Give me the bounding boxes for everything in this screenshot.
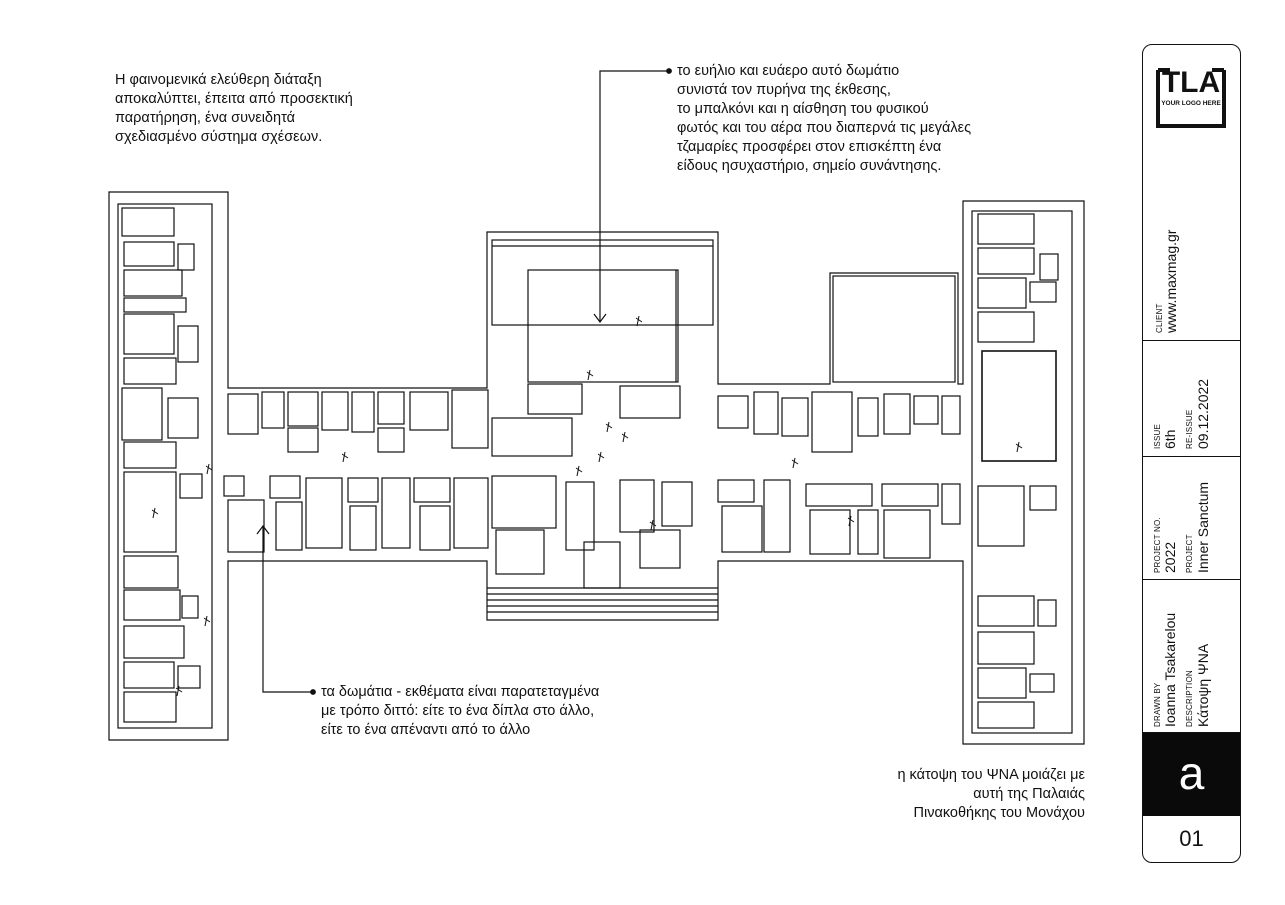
- project-no-label: PROJECT NO.: [1153, 517, 1162, 573]
- north-row-rooms: [227, 383, 961, 457]
- east-hall: [981, 350, 1057, 462]
- drawn-by-value: Ioanna Tsakarelou: [1162, 612, 1178, 727]
- project-section: [1143, 457, 1240, 580]
- stairs: [487, 587, 718, 613]
- north-east-room: [832, 275, 956, 383]
- note-line: το μπαλκόνι και η αίσθηση του φυσικού: [677, 101, 929, 117]
- annotation-layout-note: Η φαινομενικά ελεύθερη διάταξη αποκαλύπτ…: [115, 71, 353, 147]
- right-wing-inner: [971, 210, 1073, 734]
- client-value: www.maxmag.gr: [1163, 229, 1179, 333]
- issue-label: ISSUE: [1153, 423, 1162, 449]
- note-line: Πινακοθήκης του Μονάχου: [913, 805, 1085, 821]
- issue-value: 6th: [1162, 429, 1178, 449]
- note-line: είδους ησυχαστήριο, σημείο συνάντησης.: [677, 158, 942, 174]
- south-row-rooms: [223, 475, 961, 589]
- project-value: Inner Sanctum: [1195, 481, 1211, 573]
- description-value: Κάτοψη ΨΝΑ: [1195, 643, 1211, 727]
- display-symbols: [151, 315, 1023, 697]
- note-line: το ευήλιο και ευάερο αυτό δωμάτιο: [677, 63, 900, 79]
- note-line: με τρόπο διττό: είτε το ένα δίπλα στο άλ…: [321, 703, 595, 719]
- note-line: αποκαλύπτει, έπειτα από προσεκτική: [115, 91, 353, 107]
- client-section: [1143, 45, 1240, 341]
- leader-rooms: [256, 525, 316, 695]
- note-line: αυτή της Παλαιάς: [973, 786, 1085, 802]
- core-room: [527, 269, 679, 383]
- note-line: τα δωμάτια - εκθέματα είναι παρατεταγμέν…: [321, 684, 600, 700]
- note-line: τζαμαρίες προσφέρει στον επισκέπτη ένα: [677, 139, 942, 155]
- company-logo: TLA YOUR LOGO HERE: [1156, 58, 1226, 128]
- annotation-core-room: το ευήλιο και ευάερο αυτό δωμάτιο συνιστ…: [677, 62, 971, 176]
- annotation-comparison: η κάτοψη του ΨΝΑ μοιάζει με αυτή της Παλ…: [800, 766, 1085, 823]
- logo-subtext: YOUR LOGO HERE: [1161, 100, 1221, 107]
- drawn-section: [1143, 580, 1240, 733]
- note-line: η κάτοψη του ΨΝΑ μοιάζει με: [897, 767, 1085, 783]
- note-line: συνιστά τον πυρήνα της έκθεσης,: [677, 82, 891, 98]
- note-line: Η φαινομενικά ελεύθερη διάταξη: [115, 72, 322, 88]
- sheet-number: 01: [1179, 826, 1204, 851]
- balcony: [491, 239, 714, 326]
- note-line: παρατήρηση, ένα συνειδητά: [115, 110, 295, 126]
- logo-text: TLA: [1161, 66, 1221, 99]
- title-block: TLA YOUR LOGO HERE CLIENT www.maxmag.gr …: [1142, 44, 1241, 863]
- left-wing-inner: [117, 203, 213, 729]
- building-outline: [108, 191, 1085, 745]
- annotation-rooms-arrangement: τα δωμάτια - εκθέματα είναι παρατεταγμέν…: [321, 683, 599, 740]
- reissue-value: 09.12.2022: [1195, 378, 1211, 449]
- sheet-letter: a: [1143, 733, 1240, 816]
- description-label: DESCRIPTION: [1185, 670, 1194, 727]
- right-wing-rooms: [977, 213, 1059, 729]
- project-no-value: 2022: [1162, 541, 1178, 573]
- note-line: φωτός και του αέρα που διαπερνά τις μεγά…: [677, 120, 972, 136]
- floor-plan: [108, 68, 1085, 745]
- project-label: PROJECT: [1185, 534, 1194, 573]
- issue-section: [1143, 341, 1240, 457]
- reissue-label: RE-ISSUE: [1185, 409, 1194, 449]
- note-line: σχεδιασμένο σύστημα σχέσεων.: [115, 129, 323, 145]
- note-line: είτε το ένα απέναντι από το άλλο: [321, 722, 531, 738]
- drawn-by-label: DRAWN BY: [1153, 682, 1162, 727]
- left-wing-rooms: [121, 207, 203, 723]
- leader-core-room: [593, 68, 672, 323]
